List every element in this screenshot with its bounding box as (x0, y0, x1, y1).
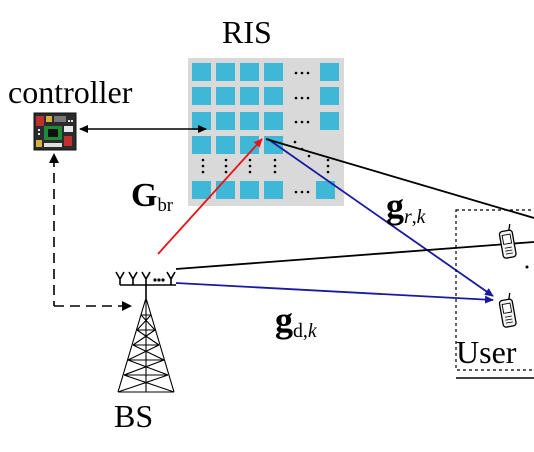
ris-element (240, 63, 259, 81)
user-group-box (455, 209, 534, 371)
bs-label: BS (114, 398, 154, 434)
ris-element (240, 181, 259, 199)
ris-element (192, 181, 211, 199)
ris-element (264, 112, 283, 130)
ris-element (264, 181, 283, 199)
bs-ris-channel-arrow (157, 138, 263, 255)
ris-user-channel-label: gr,k (386, 186, 426, 228)
bs-antenna-icon (115, 271, 176, 298)
ris-element (320, 63, 339, 81)
ris-panel (188, 58, 344, 206)
user-label: User (456, 334, 517, 370)
ris-element (320, 87, 339, 105)
ris-element (316, 181, 335, 199)
phone-icon (498, 292, 517, 328)
ris-element (192, 112, 211, 130)
bs-user-channel-label: gd,k (275, 300, 317, 342)
ris-user-channel-arrow (267, 138, 494, 297)
bs-user-black-line (175, 241, 534, 270)
ris-element (264, 87, 283, 105)
controller-label: controller (8, 74, 133, 110)
ris-ellipsis-vertical (201, 158, 330, 174)
controller-icon (33, 112, 77, 151)
ris-element (192, 87, 211, 105)
ris-element (320, 112, 339, 130)
user-ellipsis-dot (525, 265, 529, 269)
ris-user-black-line (265, 138, 534, 219)
ris-element (216, 181, 235, 199)
controller-bs-dashed-link (49, 153, 132, 311)
bs-ris-channel-label: Gbr (131, 177, 174, 216)
ris-element (192, 136, 211, 154)
ris-elements (192, 63, 339, 199)
ris-element (216, 63, 235, 81)
ris-label: RIS (222, 14, 272, 50)
ris-element (240, 87, 259, 105)
ris-element (216, 136, 235, 154)
ris-element (192, 63, 211, 81)
bs-user-channel-arrow (175, 282, 494, 304)
ris-element (216, 112, 235, 130)
ris-element (216, 87, 235, 105)
ris-ellipsis-horizontal (294, 71, 310, 194)
bs-tower-icon (117, 297, 175, 393)
ris-element (264, 63, 283, 81)
phone-icon (498, 223, 517, 259)
ris-element (240, 112, 259, 130)
